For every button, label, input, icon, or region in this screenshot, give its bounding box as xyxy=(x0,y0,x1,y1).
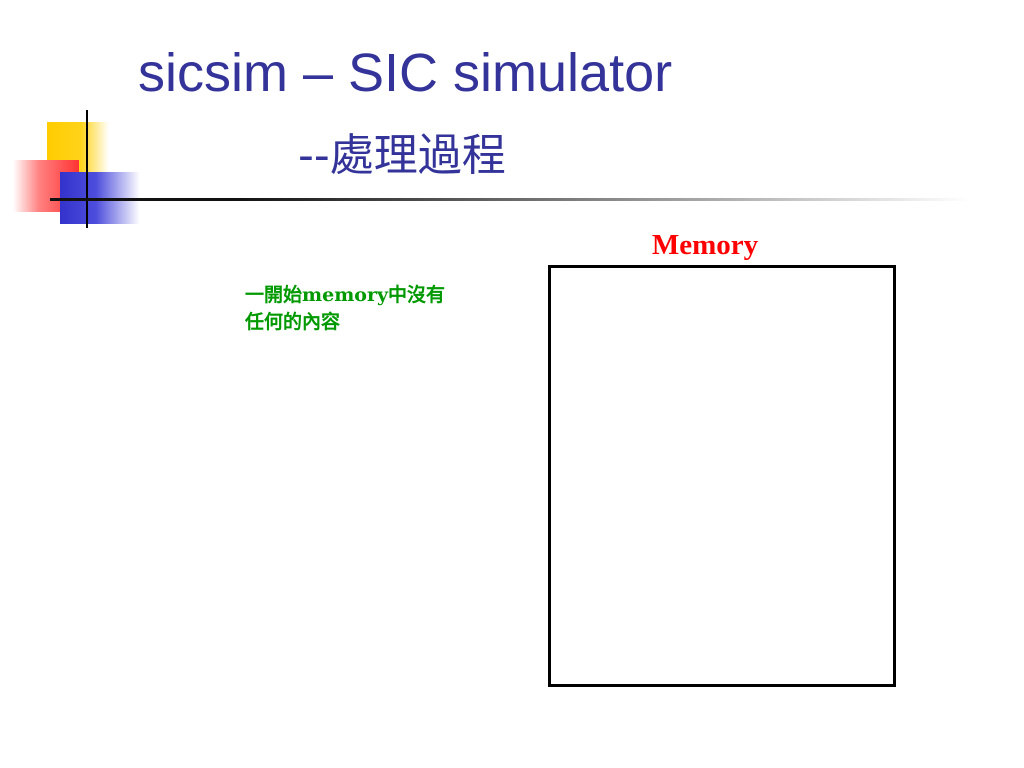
memory-label: Memory xyxy=(651,229,759,261)
decorative-vertical-line xyxy=(86,110,88,228)
title-underline-divider xyxy=(50,198,970,201)
note-text: 一開始memory中沒有 任何的內容 xyxy=(245,282,515,336)
note-line-2: 任何的內容 xyxy=(245,311,341,333)
memory-box xyxy=(548,265,896,687)
note-line-1: 一開始memory中沒有 xyxy=(245,284,446,306)
slide-subtitle: --處理過程 xyxy=(298,130,506,181)
slide-title: sicsim – SIC simulator xyxy=(138,43,673,103)
